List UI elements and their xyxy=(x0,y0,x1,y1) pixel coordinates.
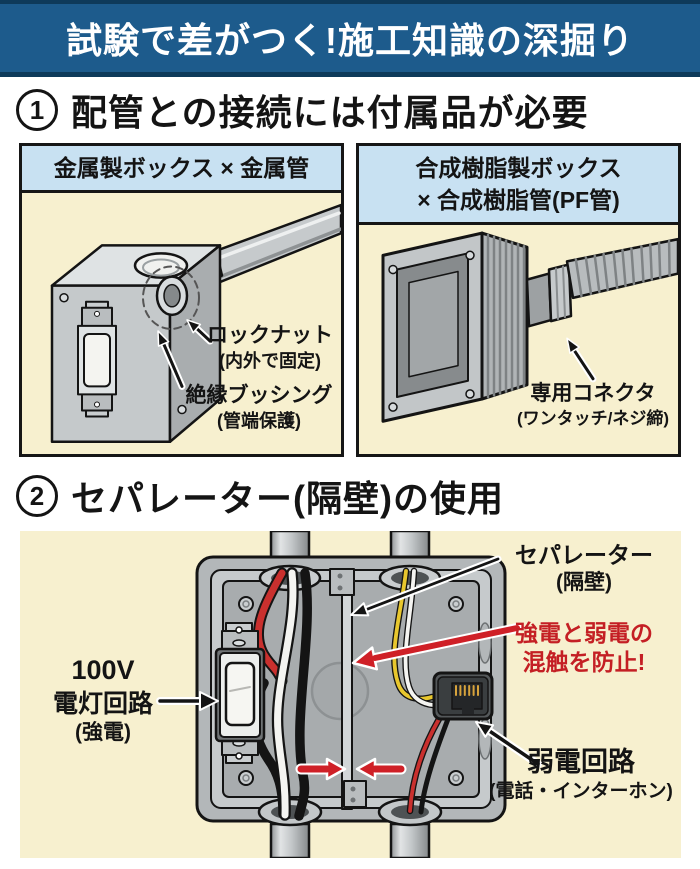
weak-circuit-label: 弱電回路 (電話・インターホン) xyxy=(472,745,690,804)
warning-line1: 強電と弱電の xyxy=(515,620,653,646)
strong-circuit-line2: 電灯回路 xyxy=(52,689,153,718)
separator-press-arrows xyxy=(295,757,407,781)
strong-circuit-note: (強電) xyxy=(75,720,131,744)
metal-box-drawing xyxy=(50,204,341,444)
banner: 試験で差がつく!施工知識の深掘り xyxy=(0,0,700,77)
section2-heading: 2 セパレーター(隔壁)の使用 xyxy=(16,472,700,520)
switch-pointer-arrow xyxy=(156,691,219,711)
junction-box-drawing xyxy=(156,531,542,858)
box-switch-illustration xyxy=(77,300,117,418)
connector-arrow xyxy=(566,337,597,383)
section1-number-badge: 1 xyxy=(16,89,58,131)
warning-line2: 混触を防止! xyxy=(522,649,646,676)
weak-circuit-main: 弱電回路 xyxy=(527,747,635,777)
locknut-label-note: (内外で固定) xyxy=(219,351,321,372)
separator-figure: セパレーター (隔壁) 強電と弱電の 混触を防止! 100V 電灯回路 (強電)… xyxy=(20,531,681,858)
weak-current-wires xyxy=(391,567,451,815)
connector-label: 専用コネクタ (ワンタッチ/ネジ締) xyxy=(509,381,677,430)
connector-label-main: 専用コネクタ xyxy=(530,382,656,406)
connector-label-note: (ワンタッチ/ネジ締) xyxy=(516,409,670,429)
resin-panel-title-line2: × 合成樹脂管(PF管) xyxy=(417,187,620,214)
bushing-label-main: 絶縁ブッシング xyxy=(185,384,333,408)
bushing-label: 絶縁ブッシング (管端保護) xyxy=(180,383,338,433)
metal-panel-title: 金属製ボックス × 金属管 xyxy=(22,146,341,194)
section1-panels: 金属製ボックス × 金属管 xyxy=(0,143,700,457)
pf-box-illustration xyxy=(381,231,529,424)
separator-label-main: セパレーター xyxy=(515,542,653,568)
bushing-illustration xyxy=(142,265,200,331)
section2-heading-text: セパレーター(隔壁)の使用 xyxy=(71,478,504,519)
weak-circuit-note: (電話・インターホン) xyxy=(489,780,673,802)
pf-connector-illustration xyxy=(525,263,573,328)
resin-panel-title-line1: 合成樹脂製ボックス xyxy=(415,155,622,181)
warning-arrow-long xyxy=(351,623,522,671)
section2-number-badge: 2 xyxy=(16,475,58,517)
metal-box-panel: 金属製ボックス × 金属管 xyxy=(19,143,344,457)
strong-circuit-label: 100V 電灯回路 (強電) xyxy=(42,653,164,746)
bushing-label-note: (管端保護) xyxy=(217,411,301,432)
warning-label: 強電と弱電の 混触を防止! xyxy=(498,619,670,678)
strong-circuit-line1: 100V xyxy=(71,655,135,685)
separator-pointer-arrow xyxy=(350,555,502,617)
jack-pointer-arrow xyxy=(475,721,542,768)
separator-label-note: (隔壁) xyxy=(556,571,612,595)
separator-label: セパレーター (隔壁) xyxy=(503,541,665,597)
banner-title: 試験で差がつく!施工知識の深掘り xyxy=(66,20,634,61)
locknut-arrow xyxy=(186,319,214,345)
pf-tube-illustration xyxy=(565,238,678,300)
metal-panel-illustration: ロックナット (内外で固定) 絶縁ブッシング (管端保護) xyxy=(22,193,341,454)
bushing-arrow xyxy=(157,330,186,391)
switch-device xyxy=(214,622,266,764)
phone-jack xyxy=(432,671,494,721)
resin-panel-title: 合成樹脂製ボックス × 合成樹脂管(PF管) xyxy=(359,146,678,226)
resin-box-panel: 合成樹脂製ボックス × 合成樹脂管(PF管) xyxy=(356,143,681,457)
knockout-circle xyxy=(310,661,370,721)
section1-heading: 1 配管との接続には付属品が必要 xyxy=(16,86,700,134)
resin-box-drawing xyxy=(381,231,678,424)
locknut-label-main: ロックナット xyxy=(207,324,333,348)
resin-panel-illustration: 専用コネクタ (ワンタッチ/ネジ締) xyxy=(359,225,678,454)
separator-bar xyxy=(329,568,367,810)
section1-heading-text: 配管との接続には付属品が必要 xyxy=(71,92,589,133)
locknut-label: ロックナット (内外で固定) xyxy=(202,323,338,373)
